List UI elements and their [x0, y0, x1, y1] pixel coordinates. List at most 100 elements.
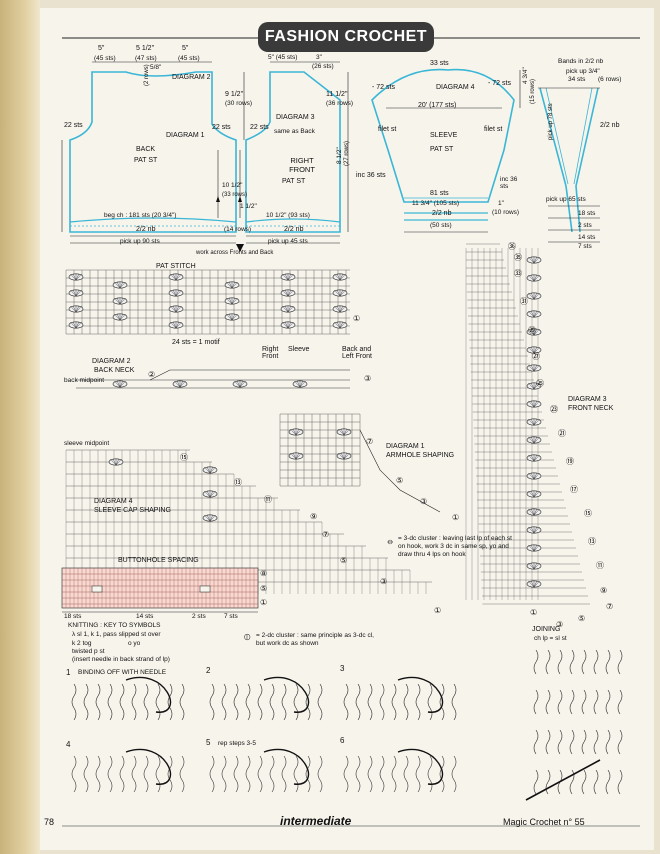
joining-title: JOINING [532, 626, 561, 633]
knit-k4: twisted p st [72, 648, 105, 655]
d3-r21: ㉑ [558, 429, 566, 438]
shell-stroke [114, 281, 121, 289]
shell-stroke [531, 472, 535, 480]
shell-stroke [119, 380, 126, 388]
knit-stitch [167, 755, 173, 793]
back-s2: (47 sts) [135, 55, 157, 62]
shell-stroke [209, 514, 216, 522]
shell-stroke [528, 292, 535, 300]
knit-stitch [439, 755, 445, 793]
shell-stroke [334, 289, 341, 297]
joining-stitch [545, 769, 551, 795]
shell-stroke [533, 382, 537, 390]
knit-stitch [143, 755, 149, 793]
knit-stitch [391, 755, 397, 793]
d3-r36: ㊱ [508, 242, 516, 251]
btn-s4: 7 sts [224, 613, 238, 620]
joining-stitch [557, 689, 563, 715]
shell-stroke [226, 297, 233, 305]
shell-stroke [119, 297, 123, 305]
sleeve-schematic [371, 68, 521, 233]
step2-num: 2 [206, 666, 211, 675]
back-neck-rows: (2 rows) [144, 64, 150, 86]
shell-stroke [117, 297, 121, 305]
step6-num: 6 [340, 736, 345, 745]
shell-stroke [531, 526, 535, 534]
shell-stroke [75, 321, 82, 329]
d1-r1: ① [452, 513, 460, 522]
shell-stroke [113, 458, 117, 466]
shell-stroke [531, 382, 535, 390]
step5-num: 5 [206, 738, 211, 747]
knit-stitch [379, 755, 385, 793]
d3-r9: ⑨ [600, 586, 608, 595]
front-name: RIGHT FRONT [289, 156, 315, 174]
back-w1: 5" [98, 45, 105, 52]
knit-stitch [71, 755, 77, 793]
buttonhole [91, 585, 103, 593]
shell-stroke [170, 305, 177, 313]
knit-stitch [179, 755, 185, 793]
shell-stroke [528, 256, 535, 264]
shell-stroke [114, 380, 121, 388]
shell-stroke [295, 428, 299, 436]
front-pick-up: pick up 45 sts [268, 238, 308, 245]
shell-stroke [337, 273, 341, 281]
section-title: FASHION CROCHET [264, 28, 428, 45]
shell-stroke [528, 580, 535, 588]
knitting-steps [71, 649, 623, 801]
shell-stroke [339, 289, 343, 297]
back-s1: (45 sts) [94, 55, 116, 62]
shell-stroke [170, 273, 177, 281]
shell-stroke [531, 292, 535, 300]
knit-stitch [293, 755, 299, 793]
d3-r17: ⑰ [570, 485, 578, 494]
back-w3: 5" [182, 45, 189, 52]
shell-stroke [533, 544, 537, 552]
shell-stroke [119, 313, 126, 321]
d3-title: DIAGRAM 3 [568, 396, 607, 403]
sleeve-diagram4: DIAGRAM 4 [436, 84, 475, 91]
back-neck-chart [76, 369, 350, 389]
crochet-hook [525, 759, 601, 801]
knit-stitch [221, 755, 227, 793]
joining-stitch [605, 689, 611, 715]
shell-stroke [119, 297, 126, 305]
shell-stroke [533, 508, 540, 516]
shell-stroke [117, 380, 121, 388]
knit-stitch [209, 755, 215, 793]
knit-stitch [71, 683, 77, 721]
btn-s2: 14 sts [136, 613, 154, 620]
shell-stroke [528, 544, 535, 552]
shell-stroke [341, 428, 345, 436]
back-armhole-rows: (30 rows) [225, 100, 253, 107]
front-top-w1: 5" (45 sts) [268, 54, 298, 61]
shell-stroke [531, 274, 535, 282]
shell-stroke [338, 452, 345, 460]
joining-stitch [593, 769, 599, 795]
sleeve-cap-rows: (15 rows) [530, 78, 536, 104]
shell-stroke [70, 273, 77, 281]
bands-rows-top: (6 rows) [598, 76, 622, 83]
bands-ribbing: 2/2 nb [600, 122, 620, 129]
joining-stitch [617, 649, 623, 675]
d2-midpoint: back midpoint [64, 377, 105, 384]
shell-stroke [528, 364, 535, 372]
sleeve-inc-left: inc 36 sts [356, 172, 386, 179]
shell-stroke [339, 305, 346, 313]
shell-stroke [533, 490, 540, 498]
shell-stroke [533, 418, 537, 426]
shell-stroke [75, 273, 82, 281]
shell-stroke [531, 544, 535, 552]
shell-stroke [337, 321, 341, 329]
joining-stitch [581, 689, 587, 715]
shell-stroke [343, 452, 350, 460]
sleeve-cap-h: 4 3/4" [522, 67, 529, 84]
sleeve-rib-rows: (10 rows) [492, 209, 520, 216]
sleeve-dec-right: - 72 sts [488, 80, 511, 87]
shell-stroke [533, 346, 537, 354]
front-rib-h: 1 1/2" [240, 203, 257, 210]
shell-stroke [531, 346, 535, 354]
shell-stroke [293, 428, 297, 436]
